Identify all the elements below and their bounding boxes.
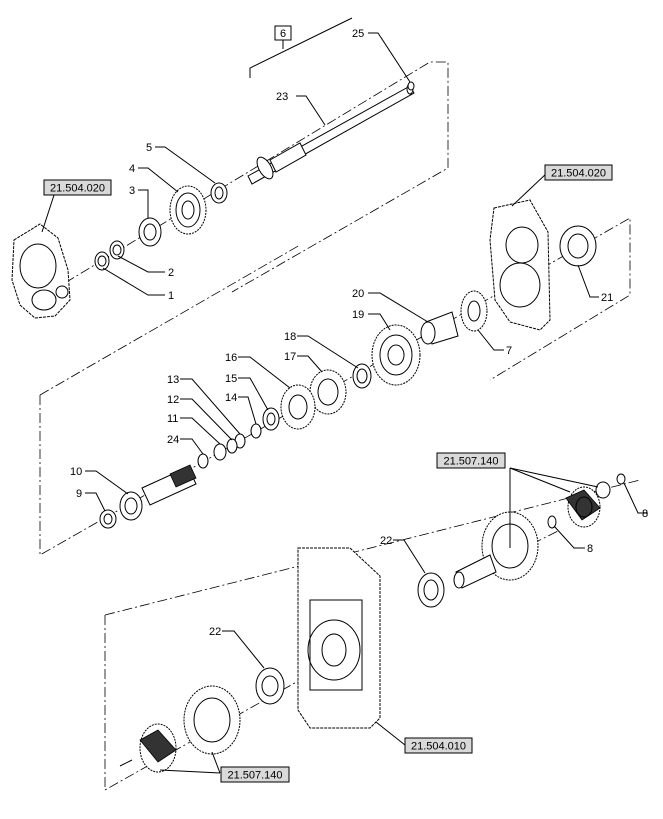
label-20: 20 — [352, 288, 364, 300]
seal-part-22-upper — [417, 572, 445, 608]
ring-part-8-small-right — [616, 473, 626, 485]
label-22-upper: 22 — [380, 535, 392, 547]
label-16: 16 — [225, 352, 237, 364]
mainshaft-part-23 — [247, 83, 415, 185]
svg-text:21.507.140: 21.507.140 — [227, 770, 282, 782]
label-10: 10 — [70, 466, 82, 478]
ring-part-8-small-left — [547, 515, 557, 529]
ring-part-9 — [99, 509, 117, 529]
shaft-part-10 — [119, 464, 197, 521]
label-18: 18 — [284, 331, 296, 343]
rear-housing — [297, 547, 381, 729]
label-19: 19 — [352, 309, 364, 321]
label-23: 23 — [276, 91, 288, 103]
ref-box-21-504-020-right[interactable]: 21.504.020 — [544, 164, 613, 181]
svg-text:21.504.010: 21.504.010 — [411, 741, 466, 753]
label-21: 21 — [601, 292, 613, 304]
label-13: 13 — [167, 374, 179, 386]
gear-part-19 — [371, 324, 421, 386]
ref-box-21-504-020-left[interactable]: 21.504.020 — [43, 179, 112, 196]
part-number-labels: 25 23 5 4 3 2 1 20 19 7 21 18 17 16 15 1… — [70, 28, 648, 638]
gear-part-7 — [460, 290, 488, 332]
label-9: 9 — [76, 488, 82, 500]
bearing-part-3 — [138, 217, 162, 247]
right-housing-plate — [489, 199, 551, 331]
seal-part-22-lower — [255, 667, 285, 705]
group-label-6: 6 — [274, 25, 292, 41]
left-housing-cover — [11, 223, 71, 319]
label-15: 15 — [225, 373, 237, 385]
ring-part-11 — [213, 443, 227, 461]
label-8-left: 8 — [587, 543, 593, 555]
label-3: 3 — [129, 185, 135, 197]
clutch-drum-assembly-lower — [183, 685, 241, 755]
label-14: 14 — [225, 392, 237, 404]
svg-text:21.507.140: 21.507.140 — [443, 456, 498, 468]
ring-part-5 — [210, 182, 228, 204]
ring-part-2 — [109, 240, 125, 260]
label-24: 24 — [167, 434, 179, 446]
ring-part-1 — [94, 251, 110, 271]
label-8-right: 8 — [642, 508, 648, 520]
ref-box-21-507-140-upper[interactable]: 21.507.140 — [436, 452, 506, 469]
ref-box-21-507-140-lower[interactable]: 21.507.140 — [220, 766, 290, 783]
synchro-part-17 — [309, 369, 347, 415]
label-11: 11 — [167, 413, 178, 425]
ref-box-21-504-010[interactable]: 21.504.010 — [404, 737, 473, 754]
bushing-part-18 — [352, 363, 372, 389]
label-25: 25 — [352, 28, 364, 40]
label-7: 7 — [506, 345, 512, 357]
ring-part-24 — [197, 453, 209, 469]
label-12: 12 — [167, 394, 179, 406]
svg-text:6: 6 — [280, 28, 286, 40]
label-5: 5 — [146, 142, 152, 154]
ring-part-14 — [250, 423, 262, 439]
label-1: 1 — [168, 290, 174, 302]
ring-part-15 — [262, 407, 280, 431]
pin-part-25 — [407, 81, 415, 91]
label-17: 17 — [284, 351, 296, 363]
clutch-hub-upper — [565, 486, 601, 528]
label-2: 2 — [168, 267, 174, 279]
leader-lines — [41, 17, 648, 774]
sleeve-part-20 — [420, 311, 459, 345]
svg-text:21.504.020: 21.504.020 — [50, 183, 105, 195]
svg-text:21.504.020: 21.504.020 — [551, 168, 606, 180]
label-4: 4 — [129, 163, 135, 175]
ring-part-12 — [226, 438, 238, 454]
label-22-lower: 22 — [209, 626, 221, 638]
seal-part-21 — [559, 225, 597, 267]
clutch-hub-lower — [119, 723, 177, 773]
gear-part-16 — [280, 384, 316, 430]
gear-part-4 — [169, 185, 207, 235]
ring-part-8-large — [595, 481, 611, 499]
